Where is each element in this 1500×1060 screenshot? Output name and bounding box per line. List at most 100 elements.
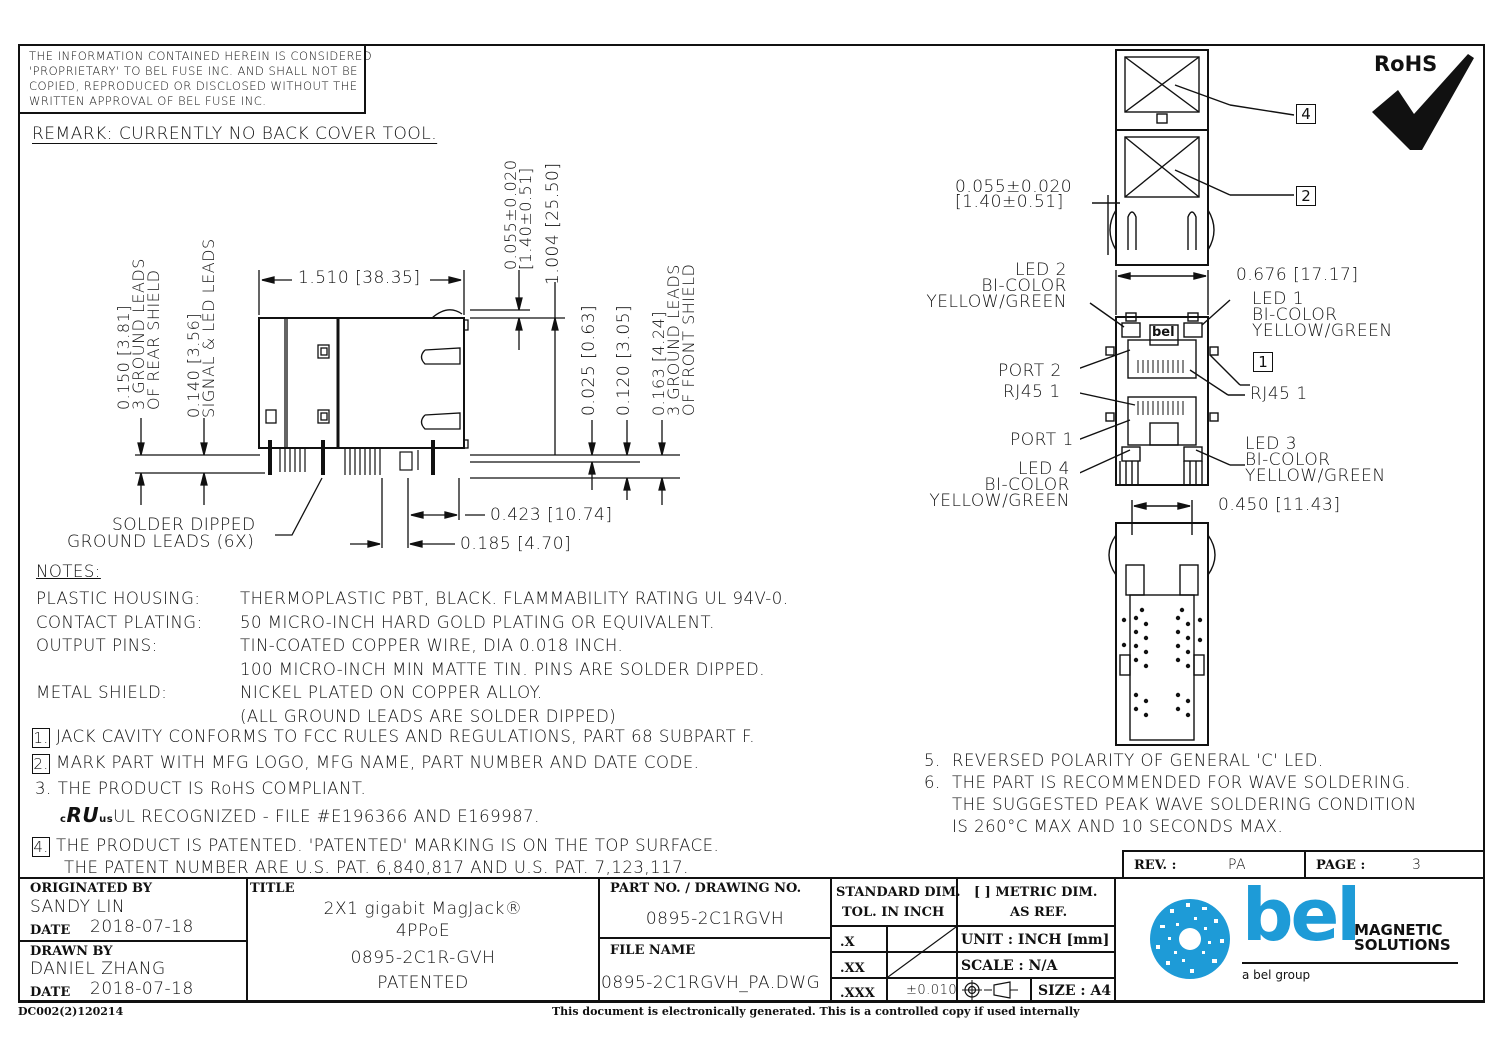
dim-line: OF REAR SHIELD — [144, 269, 163, 410]
title-line: 2X1 gigabit MagJack® — [323, 899, 523, 919]
form-code: DC002(2)120214 — [18, 1005, 124, 1018]
drawn-cell: DRAWN BY DANIEL ZHANG DATE 2018-07-18 — [18, 940, 248, 1003]
notice-line: COPIED, REPRODUCED OR DISCLOSED WITHOUT … — [29, 79, 358, 93]
note-text: THE PART IS RECOMMENDED FOR WAVE SOLDERI… — [952, 773, 1412, 792]
material-value: 100 MICRO-INCH MIN MATTE TIN. PINS ARE S… — [240, 659, 765, 679]
rohs-check-icon — [1372, 54, 1474, 150]
note-text: THE PRODUCT IS PATENTED. 'PATENTED' MARK… — [56, 836, 720, 855]
drawn-by: DANIEL ZHANG — [30, 959, 166, 979]
note-number-box: 2. — [32, 753, 50, 774]
material-label: CONTACT PLATING: — [36, 612, 203, 632]
label-port1: PORT 1 — [1010, 430, 1074, 450]
brand-divider — [1242, 962, 1458, 964]
dim-rear-ground: 0.150 [3.81] 3 GROUND LEADS OF REAR SHIE… — [114, 258, 163, 410]
page-value: 3 — [1412, 857, 1422, 873]
tol-xx-cell: .XX — [830, 951, 888, 979]
material-value: 50 MICRO-INCH HARD GOLD PLATING OR EQUIV… — [240, 612, 715, 632]
brand-cell: bel MAGNETIC SOLUTIONS a bel group — [1114, 873, 1485, 1003]
material-row: CONTACT PLATING: 50 MICRO-INCH HARD GOLD … — [36, 611, 789, 635]
note-item: 2. MARK PART WITH MFG LOGO, MFG NAME, PAR… — [32, 750, 755, 776]
label-led4: LED 4 BI-COLOR YELLOW/GREEN — [920, 459, 1070, 511]
part-no-label: PART NO. / DRAWING NO. — [610, 881, 802, 896]
label-rj45-right: RJ45 1 — [1250, 384, 1308, 404]
brand-line: MAGNETIC — [1354, 921, 1443, 939]
material-value: TIN-COATED COPPER WIRE, DIA 0.018 INCH. — [240, 636, 624, 655]
std-dim-cell: STANDARD DIM. TOL. IN INCH — [830, 877, 961, 927]
note-item: 3.THE PRODUCT IS RoHS COMPLIANT. — [32, 776, 755, 802]
label-line: BI-COLOR — [981, 276, 1067, 296]
size-cell: SIZE : A4 — [1030, 977, 1116, 1003]
material-value: (ALL GROUND LEADS ARE SOLDER DIPPED) — [240, 706, 617, 726]
dim-line: 0.055±0.020 — [955, 177, 1073, 197]
label-line: LED 2 — [1014, 260, 1067, 280]
rohs-label: RoHS — [1374, 52, 1438, 76]
material-row: (ALL GROUND LEADS ARE SOLDER DIPPED) — [36, 705, 789, 729]
footer-notice: This document is electronically generate… — [552, 1005, 1080, 1018]
proprietary-notice: THE INFORMATION CONTAINED HEREIN IS CONS… — [18, 44, 372, 114]
solder-label: GROUND LEADS (6X) — [67, 532, 255, 552]
dim-line: [1.40±0.51] — [955, 192, 1064, 212]
dim-shield-gap: 0.055±0.020 [1.40±0.51] — [501, 159, 535, 270]
originated-by: SANDY LIN — [30, 897, 126, 917]
material-row: PLASTIC HOUSING:THERMOPLASTIC PBT, BLACK… — [36, 587, 789, 611]
callout-2: 2 — [1296, 186, 1316, 206]
material-value: NICKEL PLATED ON COPPER ALLOY. — [240, 683, 543, 702]
std-dim-label: TOL. IN INCH — [842, 905, 945, 920]
page-label: PAGE : — [1316, 858, 1366, 873]
tol-xxx-value-cell: ±0.010 — [886, 977, 958, 1003]
originated-label: ORIGINATED BY — [30, 881, 153, 896]
numbered-notes: 1. JACK CAVITY CONFORMS TO FCC RULES AND … — [32, 724, 755, 881]
rev-label: REV. : — [1134, 858, 1177, 873]
label-line: LED 1 — [1252, 289, 1305, 309]
materials-list: PLASTIC HOUSING:THERMOPLASTIC PBT, BLACK… — [36, 587, 789, 728]
material-label: METAL SHIELD: — [36, 683, 168, 702]
bel-logo-text: bel — [1242, 873, 1361, 957]
note-item: 6.THE PART IS RECOMMENDED FOR WAVE SOLDE… — [924, 773, 1412, 792]
label-line: YELLOW/GREEN — [929, 491, 1070, 511]
dim-offset-a: 0.423 [10.74] — [490, 505, 613, 525]
material-row: 100 MICRO-INCH MIN MATTE TIN. PINS ARE S… — [36, 658, 789, 682]
note-number-box: 1. — [32, 727, 50, 748]
solder-label: SOLDER DIPPED — [112, 515, 256, 535]
note-item: 5.REVERSED POLARITY OF GENERAL 'C' LED. — [924, 751, 1324, 770]
note-number-box: 4. — [32, 836, 50, 857]
dim-line: OF FRONT SHIELD — [679, 263, 698, 416]
note-text: THE SUGGESTED PEAK WAVE SOLDERING CONDIT… — [952, 795, 1417, 814]
bel-burst-logo-icon — [1150, 899, 1230, 979]
note-text: JACK CAVITY CONFORMS TO FCC RULES AND RE… — [56, 727, 756, 746]
file-name: 0895-2C1RGVH_PA.DWG — [601, 973, 821, 993]
ul-mark-icon: cRUus — [60, 803, 114, 827]
material-label: OUTPUT PINS: — [36, 636, 158, 655]
scale-cell: SCALE : N/A — [956, 951, 1116, 979]
brand-line: SOLUTIONS — [1354, 936, 1451, 954]
material-value: THERMOPLASTIC PBT, BLACK. FLAMMABILITY R… — [240, 589, 789, 608]
dim-standoff: 0.025 [0.63] — [579, 304, 599, 416]
date-label: DATE — [30, 923, 71, 938]
title-cell: TITLE 2X1 gigabit MagJack® 4PPoE 0895-2C… — [246, 877, 600, 1003]
label-led2: LED 2 BI-COLOR YELLOW/GREEN — [917, 260, 1067, 311]
dim-length: 1.510 [38.35] — [298, 268, 421, 288]
metric-label: [ ] METRIC DIM. — [974, 885, 1098, 900]
notice-line: 'PROPRIETARY' TO BEL FUSE INC. AND SHALL… — [29, 64, 358, 78]
callout-1: 1 — [1253, 352, 1273, 372]
label-line: BI-COLOR — [1245, 450, 1331, 470]
rev-value: PA — [1228, 857, 1247, 873]
metric-label: AS REF. — [1010, 905, 1068, 920]
originated-date: 2018-07-18 — [90, 917, 194, 937]
bel-logo-on-part: bel — [1152, 325, 1175, 340]
note-text: MARK PART WITH MFG LOGO, MFG NAME, PART … — [56, 753, 700, 772]
drawn-label: DRAWN BY — [30, 944, 113, 959]
title-label: TITLE — [250, 881, 295, 896]
dim-pin-pitch: 0.450 [11.43] — [1218, 495, 1341, 515]
originated-cell: ORIGINATED BY SANDY LIN DATE 2018-07-18 — [18, 877, 248, 942]
right-notes: 5.REVERSED POLARITY OF GENERAL 'C' LED. … — [924, 750, 1417, 838]
label-line: YELLOW/GREEN — [1245, 466, 1386, 486]
note-text: UL RECOGNIZED - FILE #E196366 AND E16998… — [113, 807, 540, 826]
dim-line: [1.40±0.51] — [516, 167, 535, 270]
label-line: LED 4 — [1017, 459, 1070, 479]
tol-x-cell: .X — [830, 925, 888, 953]
label-line: BI-COLOR — [984, 475, 1070, 495]
callout-4: 4 — [1296, 104, 1316, 124]
label-line: LED 3 — [1245, 434, 1298, 454]
note-text: THE PRODUCT IS RoHS COMPLIANT. — [57, 779, 367, 798]
